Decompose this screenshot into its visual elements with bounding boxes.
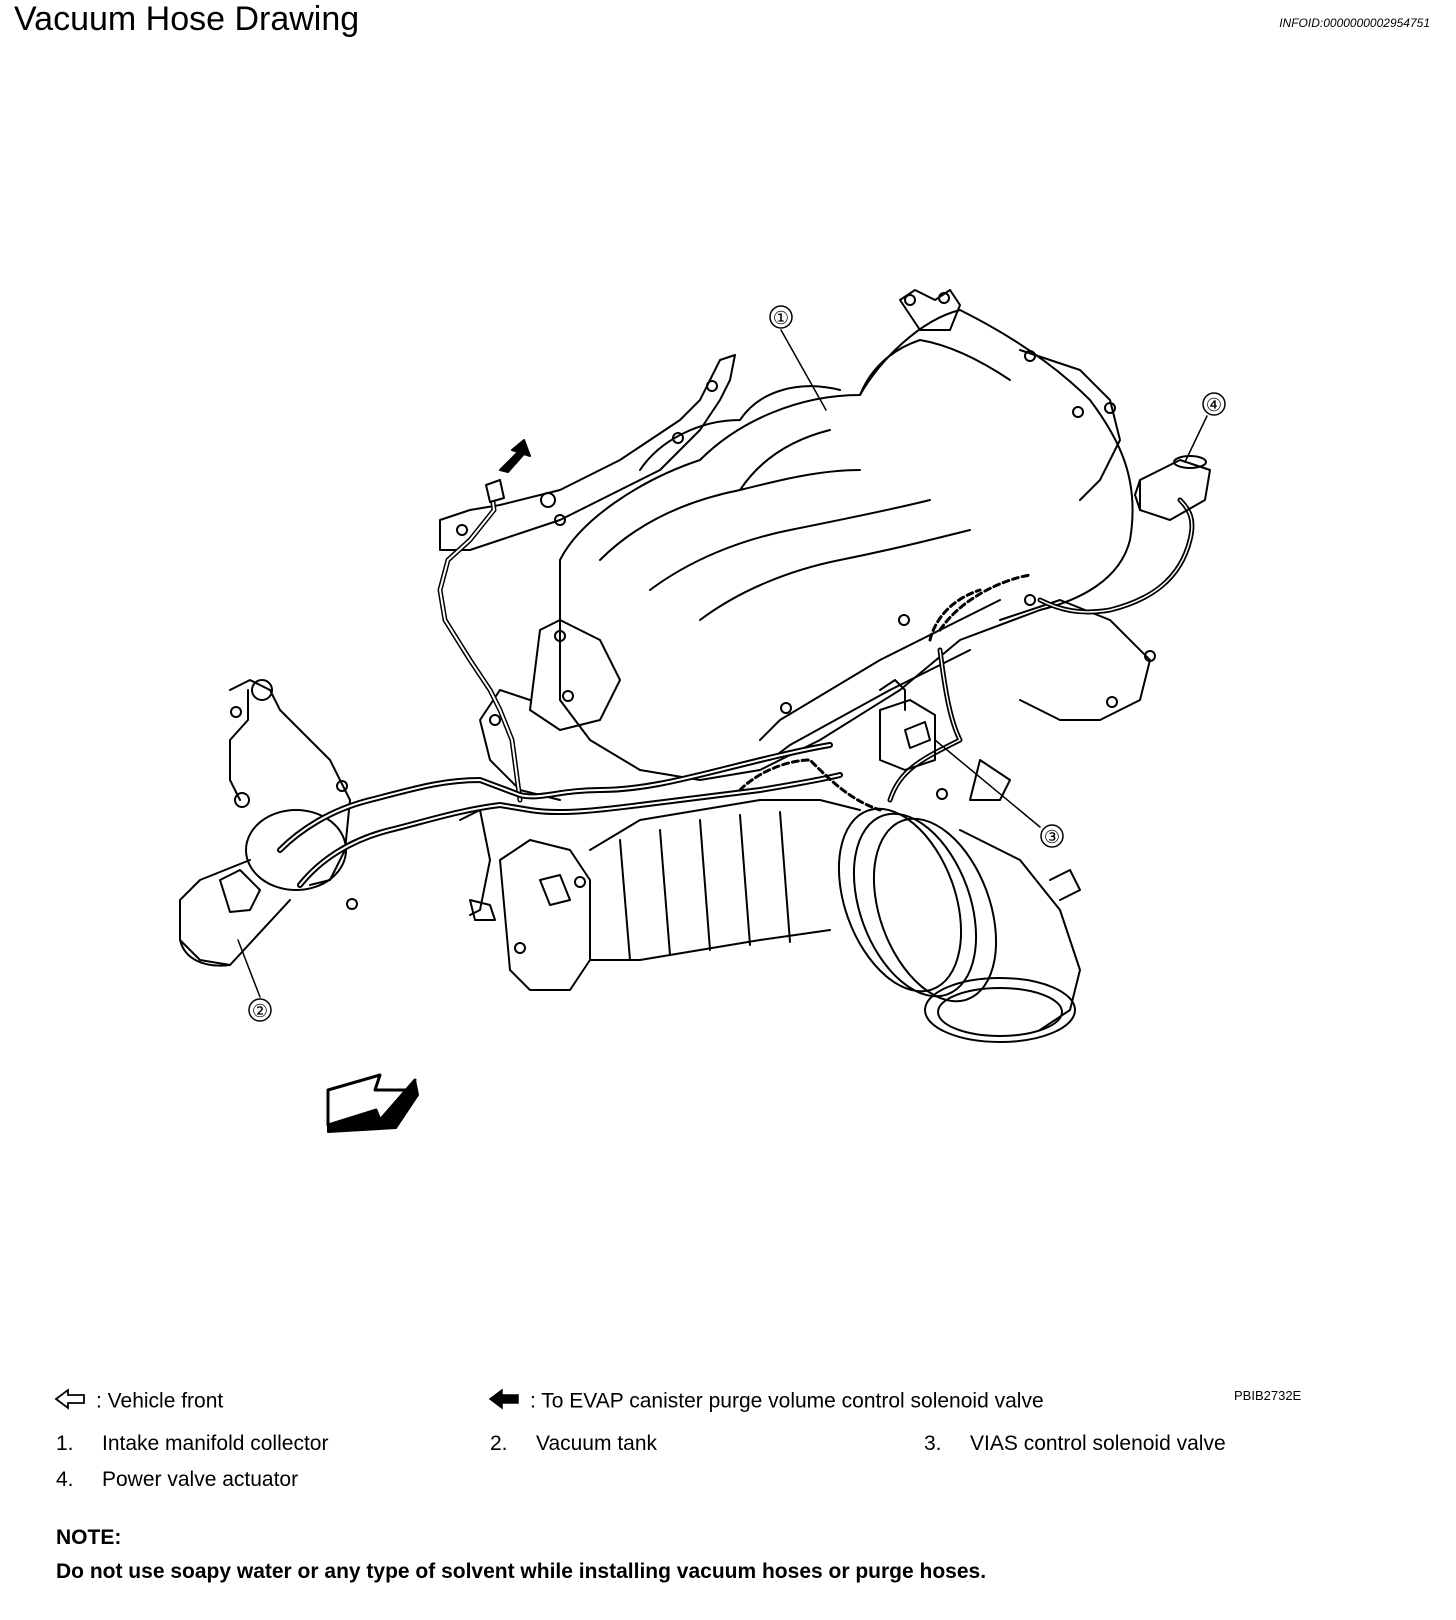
list-item: 1.Intake manifold collector — [56, 1432, 329, 1455]
note-text: Do not use soapy water or any type of so… — [56, 1560, 987, 1583]
info-id: INFOID:0000000002954751 — [1279, 16, 1430, 30]
page-title: Vacuum Hose Drawing — [14, 0, 360, 38]
list-item: 2.Vacuum tank — [490, 1432, 658, 1455]
legend-evap: : To EVAP canister purge volume control … — [488, 1388, 1044, 1416]
vias-solenoid-valve — [879, 679, 936, 771]
callout-3: ③ — [1044, 827, 1060, 847]
vacuum-tank — [179, 679, 358, 967]
legend-evap-label: : To EVAP canister purge volume control … — [530, 1389, 1044, 1413]
callout-4: ④ — [1206, 395, 1222, 415]
engine-diagram: ① ② ③ ④ — [179, 289, 1226, 1133]
legend-vehicle-front-label: : Vehicle front — [96, 1389, 224, 1413]
figure-code: PBIB2732E — [1234, 1388, 1302, 1403]
note-title: NOTE: — [56, 1526, 122, 1549]
vehicle-front-arrow-icon — [54, 1388, 88, 1416]
power-valve-actuator — [1134, 455, 1211, 521]
evap-arrow-icon — [499, 439, 531, 473]
bracket — [439, 354, 736, 551]
list-item: 3.VIAS control solenoid valve — [924, 1432, 1226, 1455]
throttle-and-duct — [459, 799, 1081, 1043]
evap-arrow-icon — [488, 1388, 522, 1416]
vacuum-hoses — [277, 742, 843, 888]
evap-hose — [437, 439, 531, 803]
callout-1: ① — [773, 308, 789, 328]
callout-2: ② — [252, 1001, 268, 1021]
legend-vehicle-front: : Vehicle front — [54, 1388, 223, 1416]
list-item: 4.Power valve actuator — [56, 1468, 299, 1491]
callouts: ① ② ③ ④ — [237, 305, 1226, 1022]
intake-manifold-collector — [479, 289, 1156, 801]
hidden-hoses — [738, 573, 1032, 812]
